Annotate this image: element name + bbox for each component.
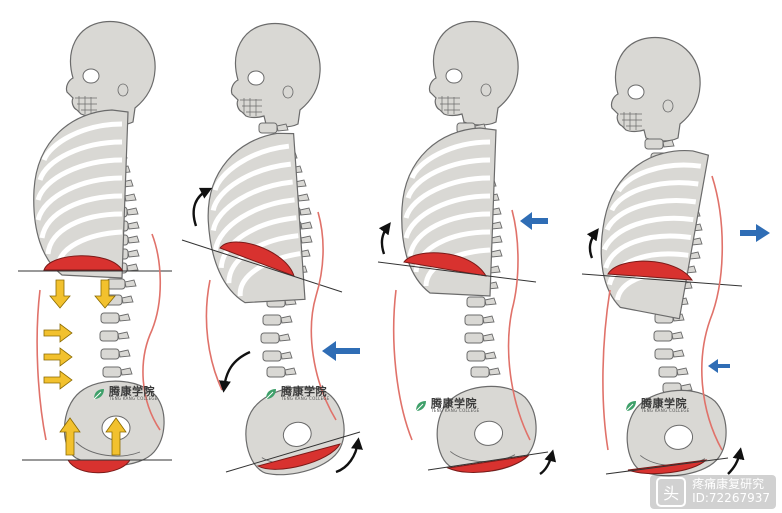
diaphragm: [43, 255, 123, 271]
yellow-arrow-up-icon: [59, 417, 127, 456]
posture-panel-extended: [581, 36, 770, 481]
diaphragm: [219, 241, 295, 277]
curved-arrow-icon: [192, 187, 213, 227]
blue-arrow-left-icon: [520, 212, 548, 230]
curved-arrow-icon: [218, 350, 251, 393]
badge-id: ID:72267937: [692, 491, 770, 505]
leaf-logo-icon: [625, 400, 636, 411]
watermark-title: 腾康学院: [109, 385, 155, 398]
leaf-logo-icon: [415, 400, 426, 411]
watermark-subtitle: TENG KANG COLLEGE: [641, 408, 690, 413]
curved-arrow-icon: [539, 449, 557, 475]
badge-title: 疼痛康复研究: [692, 477, 765, 492]
leaf-logo-icon: [265, 388, 276, 399]
leaf-logo-icon: [93, 388, 104, 399]
yellow-arrow-down-icon: [49, 279, 71, 309]
blue-arrow-left-icon: [708, 359, 730, 373]
diaphragm: [607, 260, 693, 281]
curved-arrow-icon: [378, 222, 391, 255]
pelvic-floor: [67, 459, 131, 474]
blue-arrow-right-icon: [740, 224, 770, 242]
yellow-arrow-down-icon: [94, 279, 116, 309]
pelvic-floor: [446, 455, 530, 473]
pelvic-floor: [256, 443, 342, 470]
blue-arrow-left-icon: [322, 341, 360, 361]
headline-logo-icon: 头: [656, 477, 687, 507]
posture-panel-flexed: [181, 22, 363, 485]
curved-arrow-icon: [335, 437, 363, 474]
posture-panel-slight: [377, 20, 557, 477]
watermark-title: 腾康学院: [281, 385, 327, 398]
diaphragm: [403, 252, 487, 277]
source-badge: 头 疼痛康复研究 ID:72267937: [650, 475, 776, 509]
watermark-subtitle: TENG KANG COLLEGE: [281, 396, 330, 401]
posture-panel-neutral: [18, 20, 172, 474]
watermark-subtitle: TENG KANG COLLEGE: [431, 408, 480, 413]
watermark-subtitle: TENG KANG COLLEGE: [109, 396, 158, 401]
watermark-title: 腾康学院: [641, 397, 687, 410]
curved-arrow-icon: [586, 228, 599, 259]
yellow-arrow-right-icon: [43, 323, 73, 390]
watermark-title: 腾康学院: [431, 397, 477, 410]
curved-arrow-icon: [727, 447, 745, 475]
